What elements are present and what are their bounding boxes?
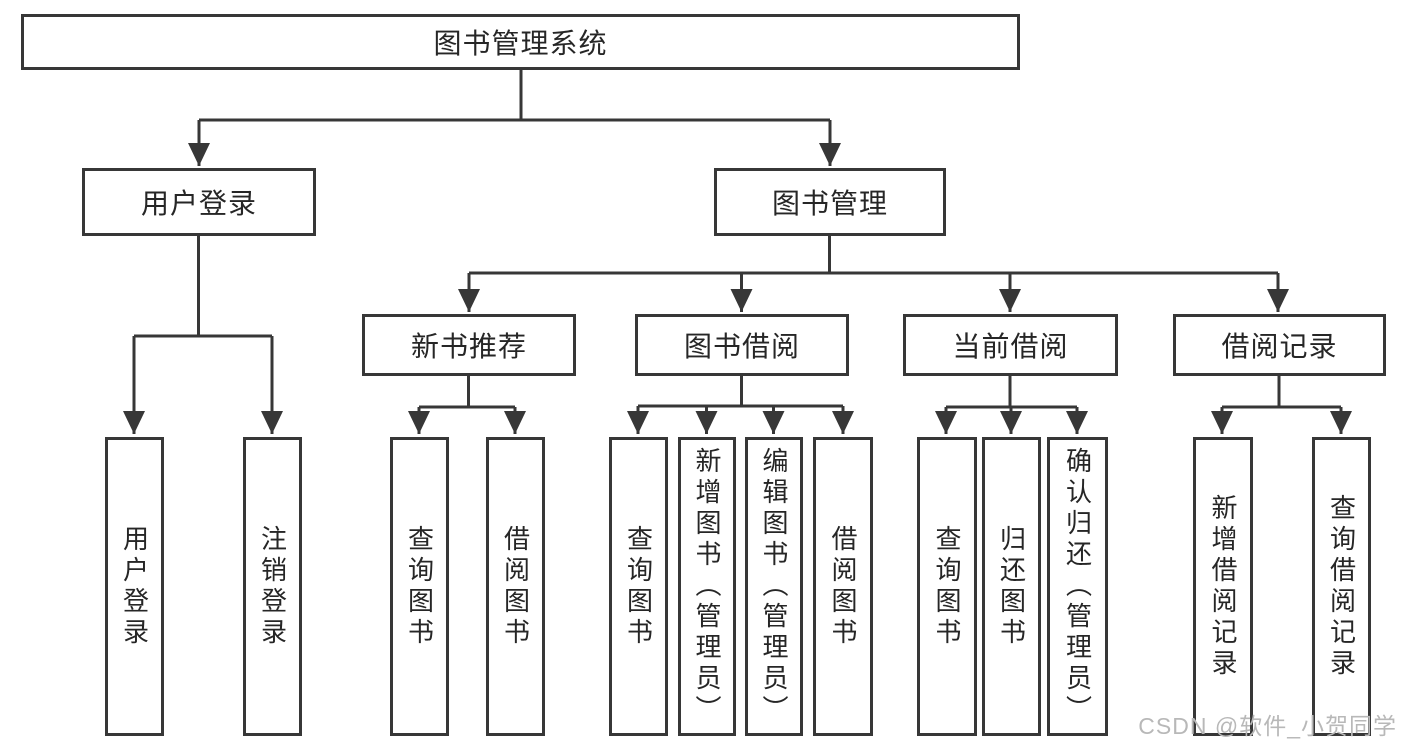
node-borrow-records: 借阅记录: [1173, 314, 1386, 376]
node-user-login: 用户登录: [82, 168, 316, 236]
connector-root-split: [199, 69, 830, 122]
leaf-borrow-borrow-books: 借阅图书: [813, 437, 873, 736]
leaf-logout: 注销登录: [243, 437, 302, 736]
connector-current-split: [946, 375, 1077, 409]
leaf-current-query-books: 查询图书: [917, 437, 977, 736]
node-current-borrow: 当前借阅: [903, 314, 1118, 376]
connector-recommend-split: [419, 375, 515, 409]
leaf-current-return-books: 归还图书: [982, 437, 1041, 736]
connector-management-split: [469, 235, 1278, 275]
leaf-current-confirm-return-admin: 确认归还（管理员）: [1047, 437, 1108, 736]
leaf-recommend-query-books: 查询图书: [390, 437, 449, 736]
leaf-user-login: 用户登录: [105, 437, 164, 736]
leaf-borrow-add-books-admin: 新增图书（管理员）: [678, 437, 736, 736]
connector-login-split: [134, 235, 272, 338]
node-new-book-recommend: 新书推荐: [362, 314, 576, 376]
node-book-borrow: 图书借阅: [635, 314, 849, 376]
node-book-management: 图书管理: [714, 168, 946, 236]
connector-borrow-split: [638, 375, 843, 408]
node-root: 图书管理系统: [21, 14, 1020, 70]
leaf-records-add-record: 新增借阅记录: [1193, 437, 1253, 736]
leaf-borrow-edit-books-admin: 编辑图书（管理员）: [745, 437, 803, 736]
leaf-borrow-query-books: 查询图书: [609, 437, 668, 736]
connector-records-split: [1222, 375, 1341, 409]
leaf-records-query-record: 查询借阅记录: [1312, 437, 1371, 736]
leaf-recommend-borrow-books: 借阅图书: [486, 437, 545, 736]
